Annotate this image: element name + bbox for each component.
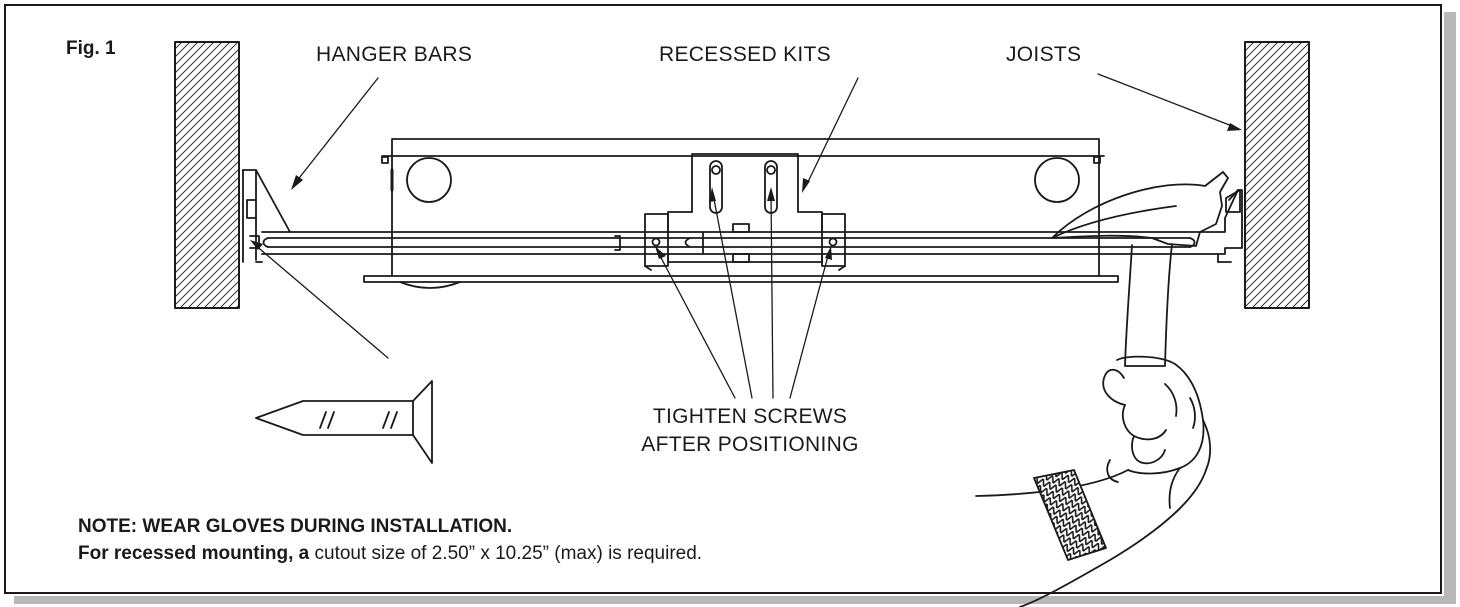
tighten-screws-label: TIGHTEN SCREWS AFTER POSITIONING bbox=[580, 403, 920, 459]
leader-lines bbox=[253, 73, 1233, 399]
recessed-kit bbox=[614, 153, 846, 271]
frame-shadow-bottom bbox=[14, 596, 1456, 604]
gloves-warning-text: NOTE: WEAR GLOVES DURING INSTALLATION. bbox=[78, 516, 513, 537]
frame-shadow-right bbox=[1444, 12, 1456, 600]
installation-note: NOTE: WEAR GLOVES DURING INSTALLATION. F… bbox=[78, 513, 702, 567]
cutout-size-text: cutout size of 2.50” x 10.25” (max) is r… bbox=[314, 543, 703, 564]
gloves-warning: NOTE: WEAR GLOVES DURING INSTALLATION. bbox=[78, 513, 702, 540]
joists-label: JOISTS bbox=[1006, 43, 1082, 66]
tighten-screws-line2: AFTER POSITIONING bbox=[641, 433, 859, 456]
hammer-icon bbox=[1051, 171, 1229, 367]
right-joist bbox=[1244, 41, 1310, 309]
arrow-heads bbox=[250, 123, 1242, 260]
figure-label: Fig. 1 bbox=[66, 38, 116, 59]
tighten-screws-line1: TIGHTEN SCREWS bbox=[652, 405, 848, 428]
cutout-bold-article: a bbox=[298, 543, 310, 564]
hand-icon bbox=[975, 355, 1212, 607]
nail-icon bbox=[255, 380, 433, 464]
left-joist bbox=[174, 41, 240, 309]
hanger-bars-label: HANGER BARS bbox=[316, 43, 473, 66]
cutout-requirement: For recessed mounting, a cutout size of … bbox=[78, 540, 702, 567]
recessed-kits-label: RECESSED KITS bbox=[659, 43, 831, 66]
figure-frame bbox=[4, 4, 1442, 594]
cutout-bold-lead: For recessed mounting, bbox=[78, 543, 294, 564]
recessed-housing bbox=[363, 138, 1119, 289]
